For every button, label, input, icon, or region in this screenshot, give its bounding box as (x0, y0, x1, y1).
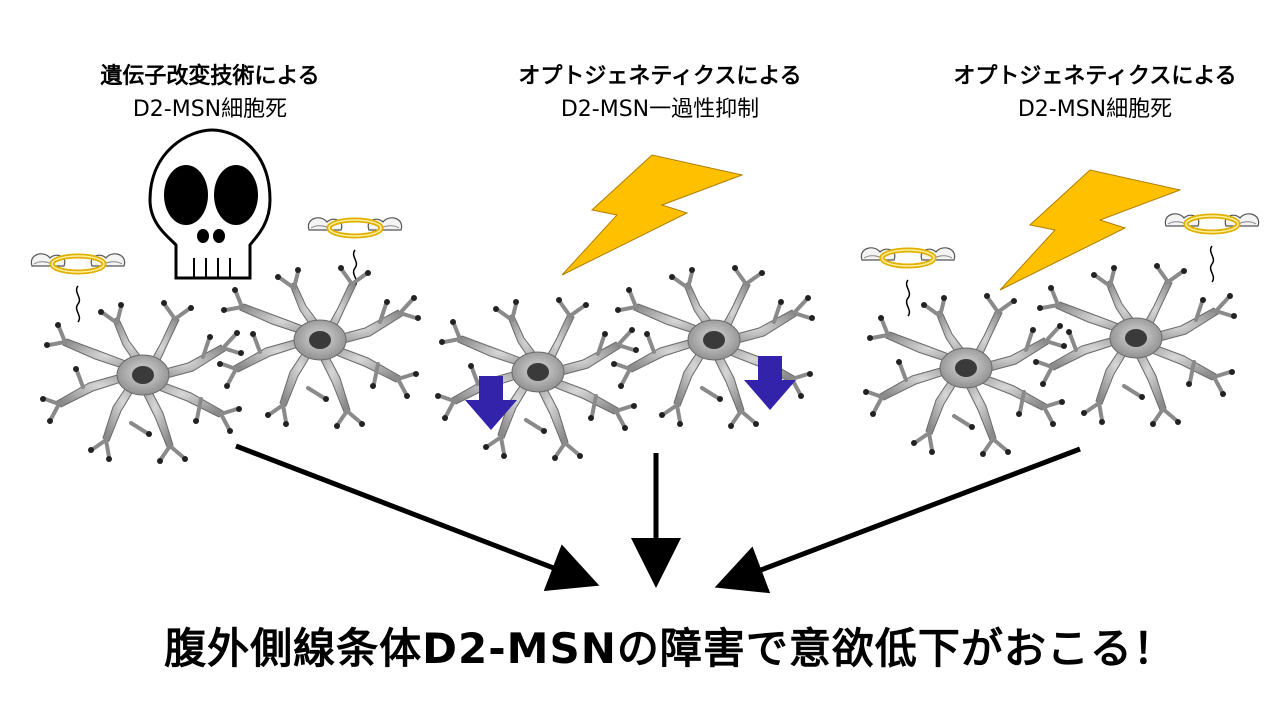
angel-halo-icon (308, 218, 401, 286)
conclusion-text: 腹外側線条体D2-MSNの障害で意欲低下がおこる！ (164, 624, 1176, 673)
center-panel-heading: オプトジェネティクスによる D2-MSN一過性抑制 (470, 60, 850, 126)
skull-icon (148, 128, 272, 280)
neuron-icon (861, 291, 1069, 459)
center-panel-subtitle: D2-MSN一過性抑制 (560, 97, 760, 122)
center-panel-artwork (433, 154, 817, 463)
left-panel-heading: 遺伝子改変技術による D2-MSN細胞死 (20, 60, 400, 126)
neuron-icon (609, 263, 817, 431)
left-arrow (235, 443, 600, 591)
neuron-icon (433, 295, 641, 463)
angel-halo-icon (31, 254, 124, 322)
right-panel-artwork (861, 169, 1258, 459)
converging-arrows (235, 443, 1081, 594)
left-panel-subtitle: D2-MSN細胞死 (132, 97, 288, 122)
right-panel-heading: オプトジェネティクスによる D2-MSN細胞死 (900, 60, 1280, 126)
right-panel-subtitle: D2-MSN細胞死 (1017, 97, 1173, 122)
neuron-icon (38, 298, 246, 466)
left-panel-artwork (31, 128, 423, 466)
lightning-icon (561, 154, 743, 276)
neuron-icon (215, 263, 423, 431)
right-arrow (714, 446, 1081, 594)
lightning-icon (999, 169, 1181, 291)
right-panel-title: オプトジェネティクスによる (953, 64, 1237, 89)
left-panel-title: 遺伝子改変技術による (100, 64, 320, 89)
center-panel-title: オプトジェネティクスによる (518, 64, 802, 89)
